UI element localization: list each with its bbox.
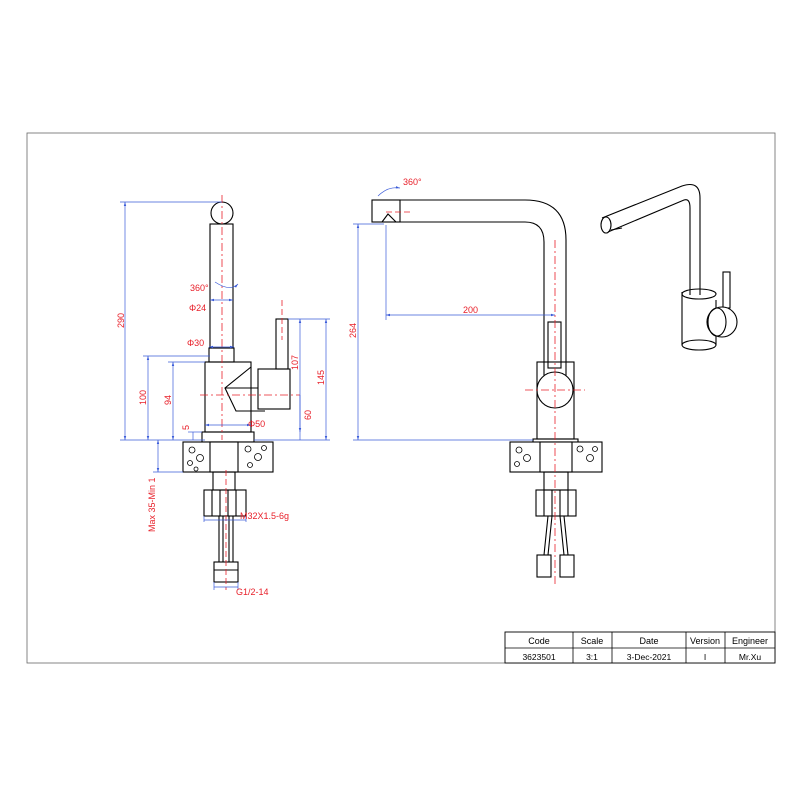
header-code: Code: [528, 636, 550, 646]
handle-cap: [257, 368, 291, 410]
left-view-centerlines: [200, 195, 300, 590]
dim-107: 107: [290, 355, 300, 370]
left-view-labels: 360° Φ24 Φ30 Φ50 290 100 94 5 107 60 145…: [116, 283, 326, 597]
value-version: I: [704, 652, 706, 662]
dim-reach-200: 200: [463, 305, 478, 315]
left-view: [182, 201, 291, 583]
left-view-dim-lines: [120, 201, 330, 590]
dim-94: 94: [163, 395, 173, 405]
header-version: Version: [690, 636, 720, 646]
value-date: 3-Dec-2021: [627, 652, 672, 662]
dim-145: 145: [316, 370, 326, 385]
title-block: Code Scale Date Version Engineer 3623501…: [504, 631, 776, 664]
right-view-dim-lines: [353, 186, 555, 441]
header-scale: Scale: [581, 636, 604, 646]
value-code: 3623501: [522, 652, 555, 662]
dim-phi50: Φ50: [248, 419, 265, 429]
right-view: [371, 199, 603, 578]
dim-rotation-right: 360°: [403, 177, 422, 187]
dim-thread-g12: G1/2-14: [236, 587, 269, 597]
perspective-view: [600, 183, 738, 351]
dim-290: 290: [116, 313, 126, 328]
drawing-frame: [26, 132, 776, 664]
spout-collar: [208, 347, 235, 363]
dim-rotation-left: 360°: [190, 283, 209, 293]
header-engineer: Engineer: [732, 636, 768, 646]
dim-phi30: Φ30: [187, 338, 204, 348]
value-engineer: Mr.Xu: [739, 652, 761, 662]
header-date: Date: [639, 636, 658, 646]
dim-phi24: Φ24: [189, 303, 206, 313]
value-scale: 3:1: [586, 652, 598, 662]
dim-100: 100: [138, 390, 148, 405]
right-view-centerlines: [386, 211, 585, 585]
dim-max-min: Max 35-Min 1: [147, 477, 157, 532]
handle-lever: [275, 318, 289, 370]
dim-5: 5: [181, 425, 191, 430]
dim-thread-m32: M32X1.5-6g: [240, 511, 289, 521]
dim-height-264: 264: [348, 323, 358, 338]
right-view-labels: 360° 200 264: [348, 177, 478, 338]
dim-60: 60: [303, 410, 313, 420]
